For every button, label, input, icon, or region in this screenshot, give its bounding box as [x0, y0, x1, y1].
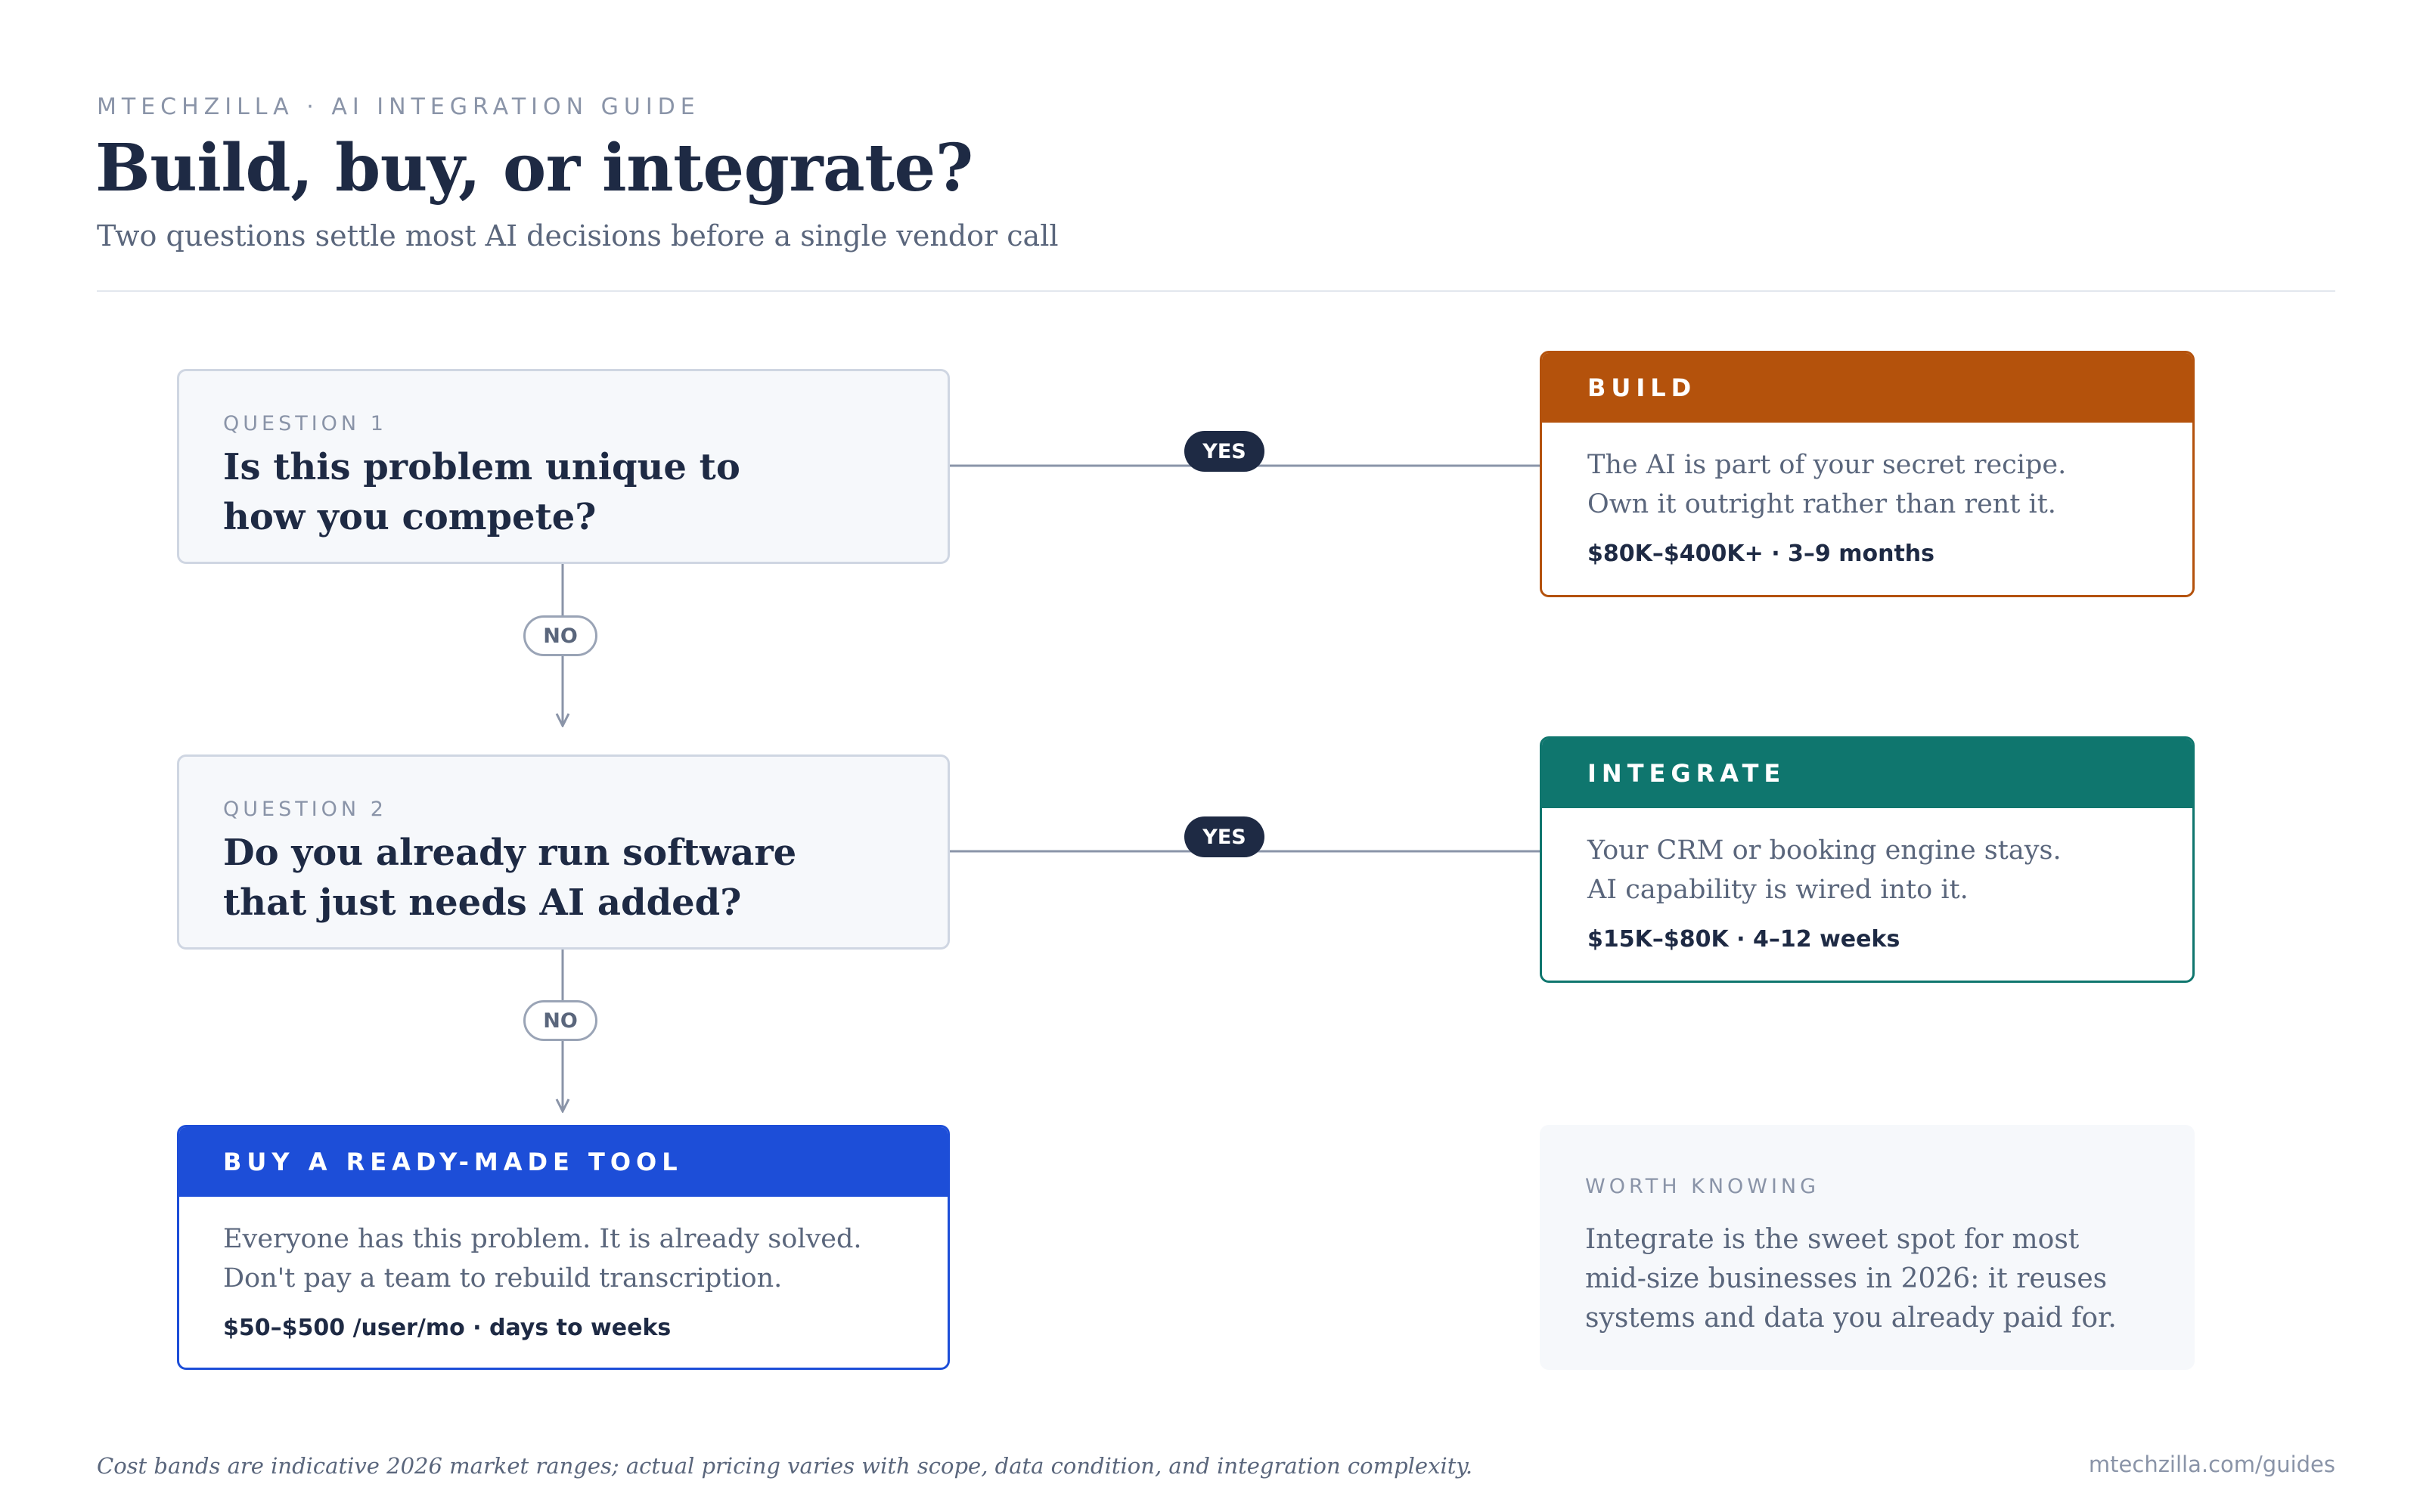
header-divider	[97, 290, 2335, 292]
outcome-build-title: BUILD	[1542, 353, 2192, 423]
page-subtitle: Two questions settle most AI decisions b…	[97, 219, 1059, 253]
q1-yes-pill: YES	[1184, 431, 1264, 472]
question-1-box: QUESTION 1 Is this problem unique to how…	[177, 369, 950, 564]
outcome-integrate-meta: $15K–$80K · 4–12 weeks	[1587, 926, 1900, 953]
outcome-buy-description: Everyone has this problem. It is already…	[223, 1224, 862, 1294]
question-2-box: QUESTION 2 Do you already run software t…	[177, 754, 950, 950]
outcome-build-description: The AI is part of your secret recipe. Ow…	[1587, 450, 2067, 519]
outcome-build-meta: $80K–$400K+ · 3–9 months	[1587, 541, 1935, 567]
outcome-buy-card: BUY A READY-MADE TOOL Everyone has this …	[177, 1125, 950, 1370]
page-title: Build, buy, or integrate?	[95, 130, 973, 206]
note-text: Integrate is the sweet spot for most mid…	[1585, 1224, 2117, 1334]
outcome-buy-title: BUY A READY-MADE TOOL	[179, 1127, 948, 1197]
question-1-label: QUESTION 1	[223, 412, 387, 435]
question-2-label: QUESTION 2	[223, 798, 387, 821]
question-1-text: Is this problem unique to how you compet…	[223, 446, 740, 538]
worth-knowing-note: WORTH KNOWING Integrate is the sweet spo…	[1540, 1125, 2195, 1370]
outcome-integrate-description: Your CRM or booking engine stays. AI cap…	[1587, 835, 2062, 905]
q2-yes-pill: YES	[1184, 816, 1264, 857]
outcome-build-card: BUILD The AI is part of your secret reci…	[1540, 351, 2195, 597]
footnote: Cost bands are indicative 2026 market ra…	[97, 1453, 1473, 1479]
question-2-text: Do you already run software that just ne…	[223, 832, 797, 924]
eyebrow: MTECHZILLA · AI INTEGRATION GUIDE	[97, 94, 700, 120]
outcome-integrate-card: INTEGRATE Your CRM or booking engine sta…	[1540, 736, 2195, 983]
outcome-buy-meta: $50–$500 /user/mo · days to weeks	[223, 1315, 672, 1341]
outcome-integrate-title: INTEGRATE	[1542, 739, 2192, 808]
footer-url[interactable]: mtechzilla.com/guides	[2088, 1452, 2335, 1477]
q1-no-pill: NO	[523, 615, 597, 656]
note-label: WORTH KNOWING	[1585, 1175, 1820, 1198]
q2-no-pill: NO	[523, 1000, 597, 1041]
